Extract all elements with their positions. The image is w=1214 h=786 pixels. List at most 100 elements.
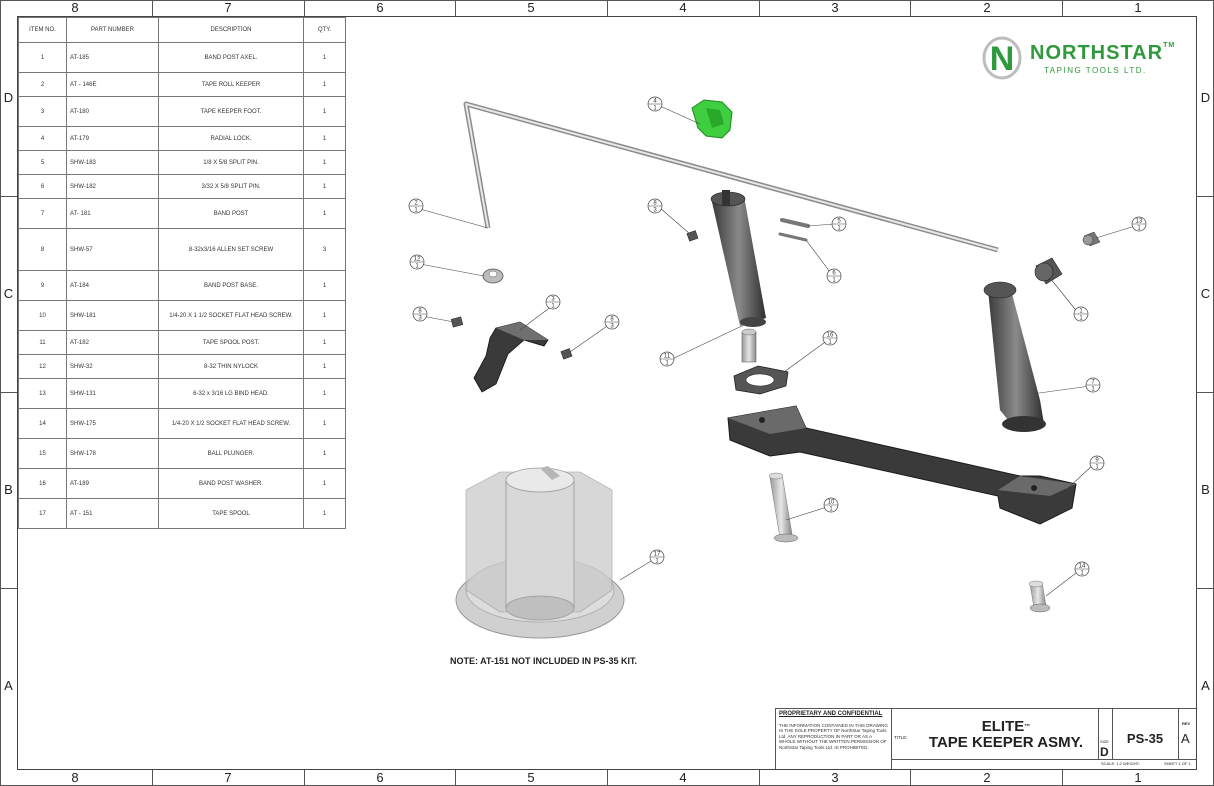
sheet-size: D xyxy=(1100,745,1109,759)
callout-quantity: 1 xyxy=(1091,387,1095,393)
callout-item-number: 14 xyxy=(1079,564,1086,570)
zone-column-label: 3 xyxy=(831,0,839,15)
zone-tick xyxy=(1196,196,1213,197)
part-band-post-axel xyxy=(1034,257,1063,285)
bom-description: BAND POST AXEL. xyxy=(158,42,304,73)
bom-qty: 1 xyxy=(303,150,346,175)
zone-tick xyxy=(759,770,760,786)
callout-balloon: 83 xyxy=(647,198,663,214)
part-flat-head-screw-short xyxy=(1028,580,1051,613)
revision-label: REV xyxy=(1182,721,1191,726)
callout-item-number: 16 xyxy=(827,333,834,339)
callout-quantity: 1 xyxy=(655,559,659,565)
callout-quantity: 1 xyxy=(1079,316,1083,322)
part-bind-head-screw xyxy=(1082,231,1101,247)
callout-item-number: 3 xyxy=(551,297,555,303)
bom-part-number: SHW-131 xyxy=(66,378,159,409)
zone-tick xyxy=(0,196,17,197)
logo-tm: TM xyxy=(1163,42,1176,49)
bom-description: 1/8 X 5/8 SPLIT PIN. xyxy=(158,150,304,175)
callout-balloon: 91 xyxy=(1089,455,1105,471)
callout-quantity: 1 xyxy=(1137,226,1141,232)
title-tm: ™ xyxy=(1024,724,1031,730)
northstar-logo: N NORTHSTARTM TAPING TOOLS LTD. xyxy=(982,36,1182,84)
callout-item-number: 17 xyxy=(654,552,661,558)
callout-quantity: 1 xyxy=(415,264,419,270)
zone-column-label: 5 xyxy=(527,0,535,15)
part-tape-roll-keeper xyxy=(463,101,999,253)
zone-tick xyxy=(152,0,153,16)
callout-item-number: 12 xyxy=(414,257,421,263)
callout-balloon: 41 xyxy=(647,96,663,112)
callout-balloon: 31 xyxy=(545,294,561,310)
callout-quantity: 3 xyxy=(418,316,422,322)
zone-tick xyxy=(152,770,153,786)
bom-qty: 1 xyxy=(303,198,346,229)
callout-balloon: 111 xyxy=(659,351,675,367)
callout-quantity: 1 xyxy=(665,361,669,367)
zone-tick xyxy=(0,392,17,393)
bom-part-number: AT - 151 xyxy=(66,498,159,529)
callout-item-number: 8 xyxy=(418,309,422,315)
callout-quantity: 1 xyxy=(837,226,841,232)
bom-description: BAND POST WASHER. xyxy=(158,468,304,499)
bom-description: TAPE SPOOL xyxy=(158,498,304,529)
logo-mark-letter: N xyxy=(990,40,1015,78)
zone-tick xyxy=(455,0,456,16)
bom-item-no: 17 xyxy=(18,498,67,529)
bom-qty: 1 xyxy=(303,72,346,97)
callout-balloon: 11 xyxy=(1073,306,1089,322)
revision-cell xyxy=(1178,709,1197,759)
zone-column-label: 6 xyxy=(376,770,384,785)
title-block-footer xyxy=(891,759,1196,770)
bom-part-number: AT-180 xyxy=(66,96,159,127)
callout-quantity: 3 xyxy=(610,324,614,330)
callout-balloon: 171 xyxy=(649,549,665,565)
drawing-number-cell xyxy=(1112,709,1179,759)
scale-weight: SCALE: 1:2 WEIGHT: xyxy=(1101,761,1140,766)
callout-item-number: 13 xyxy=(1136,219,1143,225)
sheet-number: SHEET 1 OF 1 xyxy=(1164,761,1191,766)
callout-item-number: 9 xyxy=(1095,458,1099,464)
bom-part-number: SHW-178 xyxy=(66,438,159,469)
callout-balloon: 51 xyxy=(831,216,847,232)
bom-qty: 1 xyxy=(303,42,346,73)
zone-column-label: 2 xyxy=(983,0,991,15)
callout-item-number: 6 xyxy=(832,271,836,277)
northstar-n-icon: N xyxy=(982,36,1022,80)
bom-qty: 1 xyxy=(303,300,346,331)
logo-subtitle: TAPING TOOLS LTD. xyxy=(1044,66,1147,75)
proprietary-text: THE INFORMATION CONTAINED IN THIS DRAWIN… xyxy=(779,723,888,750)
zone-column-label: 1 xyxy=(1134,770,1142,785)
proprietary-heading: PROPRIETARY AND CONFIDENTIAL xyxy=(779,711,883,717)
zone-column-label: 2 xyxy=(983,770,991,785)
part-radial-lock xyxy=(691,99,733,139)
bom-item-no: 3 xyxy=(18,96,67,127)
zone-row-label: A xyxy=(4,678,13,693)
callout-quantity: 1 xyxy=(414,208,418,214)
callout-item-number: 4 xyxy=(653,99,657,105)
bom-part-number: AT-185 xyxy=(66,42,159,73)
bom-part-number: AT-189 xyxy=(66,468,159,499)
callout-balloon: 161 xyxy=(822,330,838,346)
bom-qty: 1 xyxy=(303,174,346,199)
callout-quantity: 1 xyxy=(653,106,657,112)
bom-item-no: 6 xyxy=(18,174,67,199)
zone-row-label: C xyxy=(1200,286,1211,301)
part-split-pins xyxy=(778,218,810,242)
bom-description: 8-32x3/16 ALLEN SET SCREW xyxy=(158,228,304,271)
callout-item-number: 5 xyxy=(837,219,841,225)
zone-row-label: D xyxy=(3,90,14,105)
callout-item-number: 8 xyxy=(653,201,657,207)
